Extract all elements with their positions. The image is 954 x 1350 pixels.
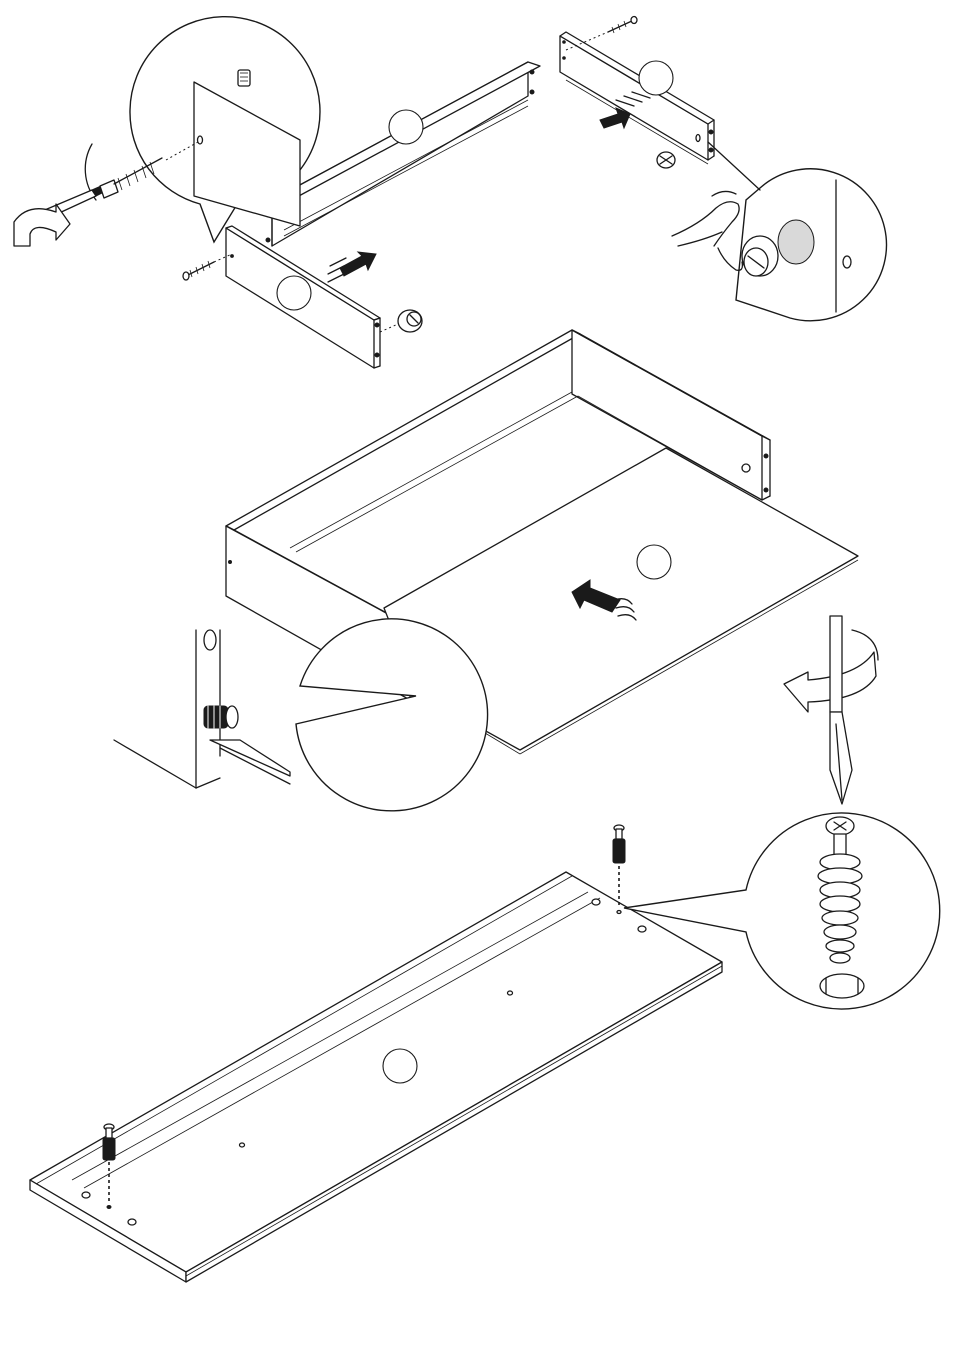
- step-3-cam-bolt: [30, 813, 940, 1282]
- dowel-icon: [238, 70, 250, 86]
- badge-side-panel: [639, 61, 673, 95]
- badge-bottom-panel: [637, 545, 671, 579]
- badge-back-panel: [389, 110, 423, 144]
- detail-lens-screw: [130, 17, 320, 242]
- cam-lock-icon-detail: [742, 236, 778, 276]
- step-2-bottom-insertion: [114, 330, 878, 811]
- badge-base-board: [383, 1049, 417, 1083]
- screw-icon-top: [566, 17, 637, 51]
- detail-lens-dowel: [114, 619, 488, 811]
- badge-front-panel: [277, 276, 311, 310]
- side-panel: [560, 32, 714, 164]
- cam-lock-icon-side: [657, 152, 675, 168]
- step-1-panel-assembly: [14, 17, 886, 369]
- cam-lock-icon: [380, 310, 422, 332]
- detail-lens-cam: [708, 142, 886, 321]
- hand-icon: [672, 191, 742, 270]
- screw-icon: [183, 254, 232, 280]
- dowel-icon-detail: [204, 706, 238, 728]
- screwdriver-icon-right: [830, 616, 852, 804]
- push-arrow-icon: [328, 252, 376, 282]
